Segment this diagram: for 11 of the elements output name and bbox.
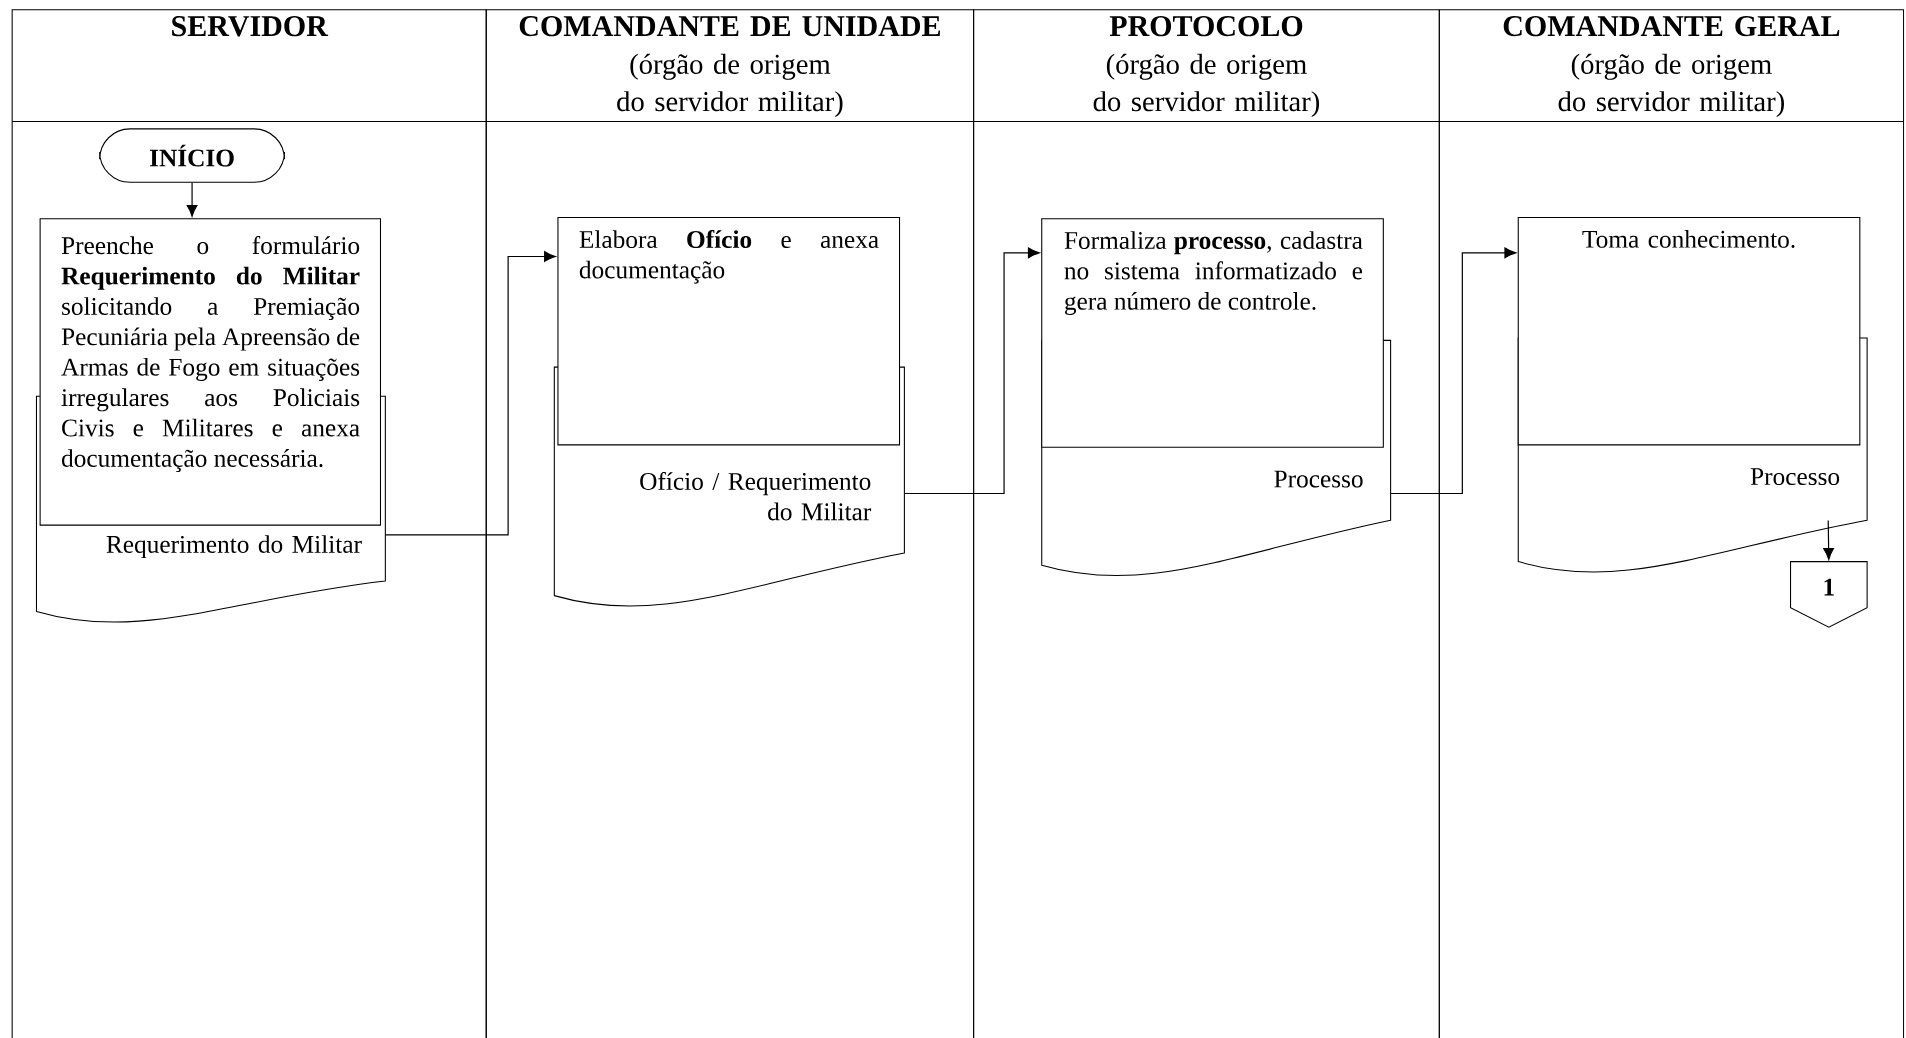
arrow (1823, 519, 1835, 560)
arrow (1390, 247, 1517, 495)
start-terminator: INÍCIO (99, 128, 285, 183)
off-page-connector: 1 (1790, 561, 1868, 628)
process-box: Preenche o formulário Requerimento do Militar solicitando a Premiação Pecuniária pela Apreensão de Armas de Fogo em situações irregulares aos Policiais Civis e Militares e anexa documentação necessária. (39, 218, 381, 526)
process-box: Formaliza processo, cadastra no sistema informatizado e gera número de controle. (1041, 218, 1384, 448)
arrow (385, 251, 556, 536)
arrow (186, 182, 198, 217)
process-box: Elabora Ofício e anexa documentação (557, 217, 901, 446)
process-box: Toma conhecimento. (1517, 217, 1861, 446)
arrow (904, 247, 1040, 495)
